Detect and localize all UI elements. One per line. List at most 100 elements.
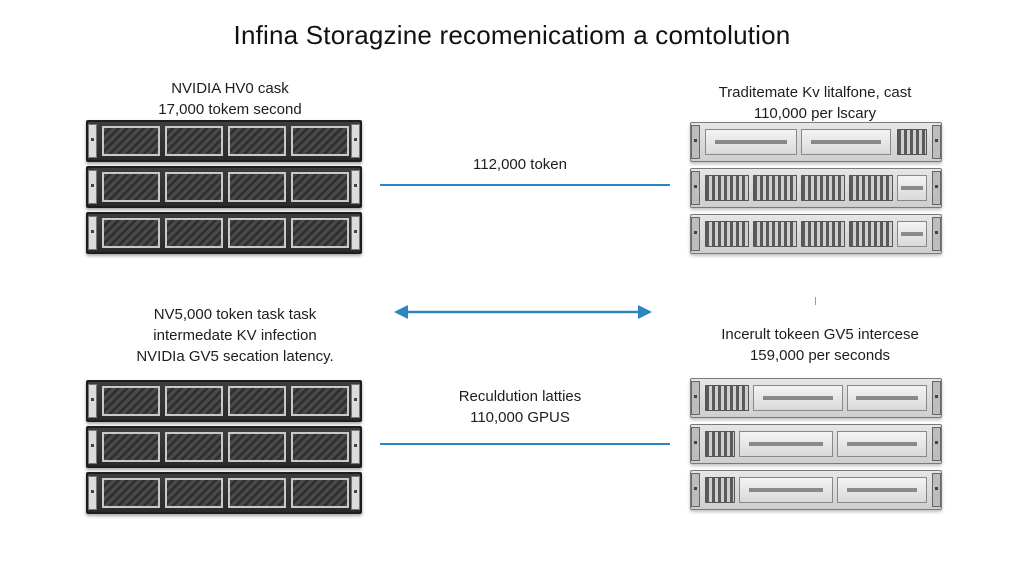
rack-ear-icon [932, 125, 941, 159]
drive-bay [291, 432, 349, 462]
rack-ear-icon [351, 430, 360, 464]
rack-ear-icon [351, 384, 360, 418]
drive-bay [849, 221, 893, 247]
drive-bay [847, 385, 927, 411]
rack-unit [690, 214, 942, 254]
drive-bay [102, 172, 160, 202]
label-top-right-line2: 110,000 per lscary [753, 105, 877, 122]
rack-unit [86, 472, 362, 514]
drive-bay [849, 175, 893, 201]
rack-unit [86, 426, 362, 468]
label-mid-left: NV5,000 token task task intermedate KV i… [90, 304, 380, 367]
drive-bay [837, 431, 927, 457]
drive-bay [705, 129, 797, 155]
rack-unit [690, 122, 942, 162]
drive-bay [705, 431, 735, 457]
label-top-middle: 112,000 token [420, 154, 620, 175]
drive-bay [102, 386, 160, 416]
label-mid-left-line2: intermedate KV infection [153, 327, 317, 344]
server-rack-bottom-right [690, 378, 942, 516]
drive-bay [291, 478, 349, 508]
drive-bay [165, 386, 223, 416]
rack-ear-icon [351, 216, 360, 250]
drive-bay [753, 221, 797, 247]
rack-unit [690, 424, 942, 464]
drive-bay [897, 175, 927, 201]
drive-bay [165, 172, 223, 202]
label-mid-right: Incerult tokeen GV5 intercese 159,000 pe… [690, 324, 950, 366]
drive-bay [102, 432, 160, 462]
drive-bay [897, 129, 927, 155]
drive-bay [705, 221, 749, 247]
label-bottom-middle-line1: Reculdution latties [458, 388, 582, 405]
drive-bay [753, 385, 843, 411]
drive-bay [291, 218, 349, 248]
label-mid-left-line1: NV5,000 token task task [153, 306, 317, 323]
drive-bay [228, 386, 286, 416]
rack-unit [86, 380, 362, 422]
drive-bay [291, 126, 349, 156]
drive-bay [165, 126, 223, 156]
drive-bay [291, 172, 349, 202]
rack-ear-icon [932, 473, 941, 507]
drive-bay [102, 126, 160, 156]
rack-unit [86, 120, 362, 162]
rack-ear-icon [691, 473, 700, 507]
rack-unit [690, 168, 942, 208]
rack-ear-icon [691, 427, 700, 461]
rack-ear-icon [691, 217, 700, 251]
connector-top [380, 184, 670, 186]
drive-bay [897, 221, 927, 247]
connector-bottom [380, 443, 670, 445]
rack-ear-icon [932, 381, 941, 415]
label-mid-right-line1: Incerult tokeen GV5 intercese [721, 326, 919, 343]
rack-ear-icon [932, 171, 941, 205]
rack-ear-icon [88, 216, 97, 250]
drive-bay [739, 477, 833, 503]
label-top-middle-line1: 112,000 token [473, 156, 567, 173]
drive-bay [228, 126, 286, 156]
drive-bay [165, 218, 223, 248]
diagram-title: Infina Storagzine recomenicatiom a comto… [233, 20, 791, 50]
label-mid-left-line3: NVIDIa GV5 secation latency. [136, 348, 334, 365]
drive-bay [739, 431, 833, 457]
drive-bay [228, 478, 286, 508]
server-rack-bottom-left [86, 380, 362, 516]
server-rack-top-right [690, 122, 942, 260]
rack-ear-icon [88, 170, 97, 204]
drive-bay [801, 221, 845, 247]
drive-bay [753, 175, 797, 201]
drive-bay [705, 385, 749, 411]
label-top-left-line1: NVIDIA HV0 cask [171, 80, 289, 97]
drive-bay [837, 477, 927, 503]
rack-ear-icon [932, 427, 941, 461]
drive-bay [102, 218, 160, 248]
label-top-right-line1: Traditemate Kv litalfone, cast [718, 84, 912, 101]
rack-ear-icon [932, 217, 941, 251]
rack-ear-icon [351, 170, 360, 204]
drive-bay [228, 172, 286, 202]
drive-bay [228, 432, 286, 462]
rack-ear-icon [691, 125, 700, 159]
drive-bay [705, 175, 749, 201]
drive-bay [228, 218, 286, 248]
bidirectional-arrow [394, 305, 652, 319]
rack-ear-icon [88, 124, 97, 158]
drive-bay [291, 386, 349, 416]
label-mid-right-line2: 159,000 per seconds [749, 347, 891, 364]
rack-unit [86, 212, 362, 254]
rack-ear-icon [351, 476, 360, 510]
label-bottom-middle-line2: 110,000 GPUS [470, 409, 570, 426]
server-rack-top-left [86, 120, 362, 256]
drive-bay [801, 175, 845, 201]
drive-bay [801, 129, 891, 155]
drive-bay [705, 477, 735, 503]
label-bottom-middle: Reculdution latties 110,000 GPUS [420, 386, 620, 428]
drive-bay [102, 478, 160, 508]
label-top-left-line2: 17,000 tokem second [158, 101, 302, 118]
rack-unit [86, 166, 362, 208]
label-top-right: Traditemate Kv litalfone, cast 110,000 p… [690, 82, 940, 124]
label-top-left: NVIDIA HV0 cask 17,000 tokem second [120, 78, 340, 120]
rack-ear-icon [88, 430, 97, 464]
rack-unit [690, 470, 942, 510]
